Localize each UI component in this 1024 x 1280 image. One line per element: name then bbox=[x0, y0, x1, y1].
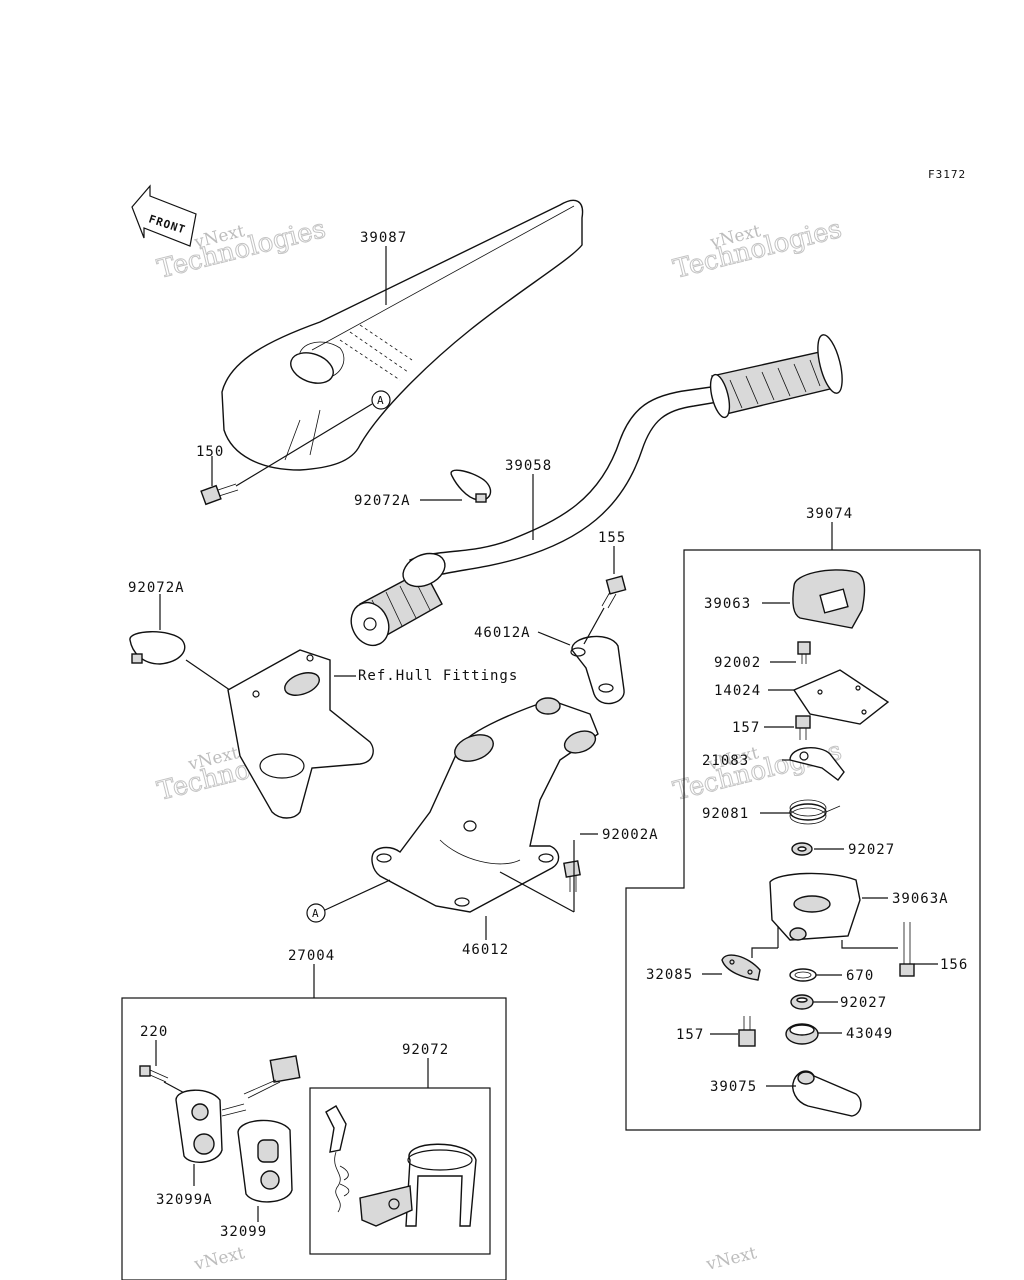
callout-670: 670 bbox=[846, 968, 874, 984]
screw-157-bottom bbox=[738, 1016, 756, 1047]
bolt-155 bbox=[601, 575, 627, 609]
watermark-bottom-right: vNext bbox=[703, 1243, 758, 1275]
washer-92027-top bbox=[791, 842, 813, 856]
handlebar-39058 bbox=[350, 334, 843, 647]
callout-92027-top: 92027 bbox=[848, 842, 895, 858]
throttle-housing-39063a bbox=[769, 872, 861, 941]
ref-hull-fittings-label: Ref.Hull Fittings bbox=[358, 668, 518, 684]
band-92072 bbox=[359, 1143, 477, 1227]
callout-39075: 39075 bbox=[710, 1079, 757, 1095]
switch-connector bbox=[243, 1055, 301, 1099]
spring-92081 bbox=[789, 799, 841, 825]
watermark-top-right: vNext Technologies bbox=[670, 214, 845, 286]
screw-157-top bbox=[795, 715, 811, 740]
callout-39087: 39087 bbox=[360, 230, 407, 246]
screw-220 bbox=[139, 1065, 169, 1083]
leader-39063a-group bbox=[751, 926, 898, 958]
switch-case-32099a bbox=[175, 1089, 247, 1163]
bolt-150 bbox=[200, 483, 239, 506]
callout-39063: 39063 bbox=[704, 596, 751, 612]
clamp-46012a bbox=[570, 635, 625, 705]
callout-150: 150 bbox=[196, 444, 224, 460]
assembly-box-39074 bbox=[625, 549, 981, 1131]
hull-fitting-bracket bbox=[227, 649, 374, 819]
leader-92002a-diag bbox=[499, 871, 575, 913]
callout-21083: 21083 bbox=[702, 753, 749, 769]
callout-220: 220 bbox=[140, 1024, 168, 1040]
assembly-box-27004 bbox=[121, 997, 507, 1280]
handle-pole-46012 bbox=[371, 697, 599, 913]
switch-case-32099 bbox=[237, 1119, 293, 1203]
band-92072a-top bbox=[450, 469, 492, 503]
callout-92081: 92081 bbox=[702, 806, 749, 822]
callout-43049: 43049 bbox=[846, 1026, 893, 1042]
callout-39063a: 39063A bbox=[892, 891, 949, 907]
callout-32099: 32099 bbox=[220, 1224, 267, 1240]
svg-text:Technologies: Technologies bbox=[670, 736, 844, 807]
callout-32085: 32085 bbox=[646, 967, 693, 983]
callout-157-top: 157 bbox=[732, 720, 760, 736]
callout-92072a-top: 92072A bbox=[354, 493, 411, 509]
bolt-92002a bbox=[563, 860, 581, 892]
callout-92002: 92002 bbox=[714, 655, 761, 671]
band-92072a-left bbox=[129, 631, 186, 665]
svg-text:A: A bbox=[377, 394, 385, 407]
callout-155: 155 bbox=[598, 530, 626, 546]
lever-21083 bbox=[789, 747, 845, 781]
ref-marker-a-top: A bbox=[235, 390, 391, 487]
throttle-lever-39075 bbox=[792, 1070, 862, 1117]
lanyard-clip bbox=[325, 1105, 350, 1213]
callout-157-bottom: 157 bbox=[676, 1027, 704, 1043]
leader-155-to-clamp bbox=[583, 607, 605, 645]
callout-46012: 46012 bbox=[462, 942, 509, 958]
callout-27004: 27004 bbox=[288, 948, 335, 964]
svg-text:vNext: vNext bbox=[703, 1243, 758, 1275]
watermark-mid-right: vNext Technologies bbox=[670, 736, 845, 808]
svg-text:A: A bbox=[312, 907, 320, 920]
plate-14024 bbox=[792, 669, 890, 725]
o-ring-670 bbox=[789, 968, 817, 982]
figure-code: F3172 bbox=[928, 168, 966, 181]
bracket-32085 bbox=[721, 954, 761, 981]
assembly-box-92072 bbox=[309, 1087, 491, 1255]
screw-156 bbox=[899, 922, 915, 977]
callout-92002a: 92002A bbox=[602, 827, 659, 843]
callout-32099a: 32099A bbox=[156, 1192, 213, 1208]
callout-92072a-left: 92072A bbox=[128, 580, 185, 596]
callout-46012a: 46012A bbox=[474, 625, 531, 641]
front-label: FRONT bbox=[147, 212, 187, 236]
callout-39058: 39058 bbox=[505, 458, 552, 474]
seal-43049 bbox=[785, 1023, 819, 1045]
svg-text:vNext: vNext bbox=[191, 1243, 246, 1275]
callout-14024: 14024 bbox=[714, 683, 761, 699]
watermark-bottom-left: vNext bbox=[191, 1243, 246, 1275]
washer-92027-bottom bbox=[790, 994, 814, 1010]
handle-cover-39087 bbox=[221, 199, 584, 471]
callout-92027-bottom: 92027 bbox=[840, 995, 887, 1011]
front-arrow-icon: FRONT bbox=[131, 184, 197, 247]
callout-39074: 39074 bbox=[806, 506, 853, 522]
callout-92072: 92072 bbox=[402, 1042, 449, 1058]
screw-92002 bbox=[797, 641, 811, 664]
throttle-cover-39063 bbox=[792, 569, 866, 629]
leader-46012a bbox=[537, 631, 571, 646]
ref-marker-a-bottom: A bbox=[306, 879, 391, 923]
callout-156: 156 bbox=[940, 957, 968, 973]
